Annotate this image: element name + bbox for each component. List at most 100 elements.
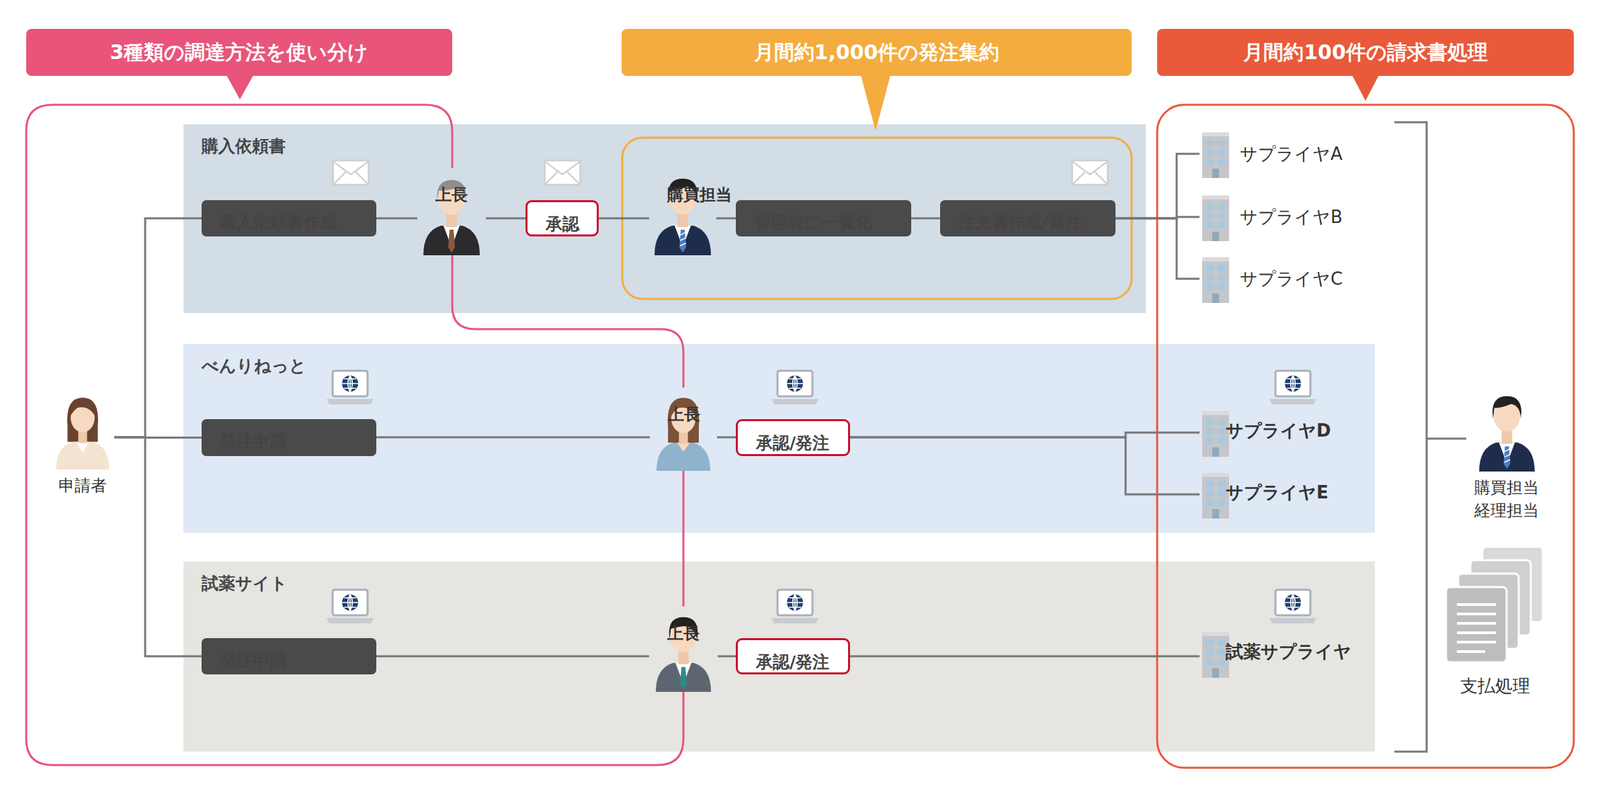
web-icon bbox=[1269, 370, 1317, 405]
band-title: 試薬サイト bbox=[201, 572, 288, 595]
person-figure: 購買担当 経理担当 bbox=[1469, 385, 1544, 523]
building-icon bbox=[1199, 254, 1232, 304]
node-label: サプライヤD bbox=[1225, 419, 1332, 443]
connector-line bbox=[717, 436, 736, 439]
process-box: 管理表に一覧化 bbox=[735, 200, 912, 237]
connector-line bbox=[376, 436, 650, 439]
building-icon bbox=[1199, 192, 1232, 242]
connector-line bbox=[716, 217, 736, 220]
connector-line bbox=[850, 437, 1200, 495]
order-outline bbox=[622, 137, 1132, 300]
building-icon bbox=[1202, 411, 1230, 457]
node-label: 購買担当 経理担当 bbox=[1469, 477, 1544, 523]
process-box: 発注申請 bbox=[201, 419, 377, 457]
node-label: 発注申請 bbox=[219, 430, 287, 453]
connector-line bbox=[485, 217, 526, 220]
person-icon bbox=[655, 617, 711, 693]
callout-pointer bbox=[226, 75, 254, 100]
node-label: 管理表に一覧化 bbox=[753, 211, 873, 234]
person-icon bbox=[1479, 396, 1535, 472]
mail-icon bbox=[1071, 160, 1108, 185]
process-box: 注文書作成/発注 bbox=[940, 200, 1116, 237]
callout-box: 3種類の調達方法を使い分け bbox=[26, 28, 453, 76]
process-box: 発注申請 bbox=[201, 638, 377, 675]
connector-line bbox=[114, 437, 202, 657]
node-label: サプライヤB bbox=[1239, 205, 1343, 230]
person-figure: 上長 bbox=[417, 167, 486, 256]
connector-line bbox=[114, 218, 202, 438]
person-icon bbox=[649, 167, 717, 256]
node-label: 試薬サプライヤ bbox=[1225, 640, 1352, 664]
node-label: 上長 bbox=[667, 622, 700, 646]
invoice-outline bbox=[1157, 104, 1574, 769]
person-icon bbox=[423, 180, 480, 256]
connector-line bbox=[911, 217, 941, 220]
building-icon bbox=[1202, 257, 1230, 304]
web-icon bbox=[326, 590, 374, 624]
mail-icon bbox=[544, 160, 580, 185]
mail-icon bbox=[332, 160, 369, 185]
node-label: 上長 bbox=[667, 403, 701, 427]
node-label: サプライヤE bbox=[1225, 481, 1329, 505]
document-stack bbox=[1444, 544, 1546, 666]
supplier: サプライヤA bbox=[1199, 129, 1343, 179]
node-label: サプライヤC bbox=[1239, 267, 1343, 291]
connector-line bbox=[376, 655, 650, 658]
web-icon bbox=[1269, 590, 1317, 624]
person-figure: 申請者 bbox=[51, 387, 115, 498]
building-icon bbox=[1199, 129, 1232, 179]
node-label: 承認/発注 bbox=[755, 651, 830, 674]
node-label: 注文書作成/発注 bbox=[958, 211, 1082, 234]
node-label: 発注申請 bbox=[219, 649, 287, 672]
callout-pointer bbox=[860, 75, 891, 132]
building-icon bbox=[1202, 132, 1230, 179]
supplier: 試薬サプライヤ bbox=[1199, 629, 1232, 679]
node-label: サプライヤA bbox=[1239, 142, 1343, 166]
connector-line bbox=[598, 217, 650, 220]
supplier: サプライヤD bbox=[1199, 408, 1232, 457]
node-label: 申請者 bbox=[58, 475, 107, 498]
building-icon bbox=[1202, 195, 1230, 242]
callout-box: 月間約1,000件の発注集約 bbox=[621, 28, 1132, 76]
person-figure: 上長 bbox=[649, 387, 718, 472]
person-figure: 購買担当 bbox=[649, 167, 717, 256]
web-icon bbox=[326, 370, 374, 405]
node-label: 上長 bbox=[435, 184, 468, 207]
person-icon bbox=[51, 387, 115, 470]
node-label: 承認 bbox=[545, 213, 580, 236]
person-icon bbox=[649, 387, 718, 472]
approval-box: 承認/発注 bbox=[735, 638, 851, 675]
node-label: 購買担当 bbox=[667, 184, 732, 207]
person-icon bbox=[56, 397, 110, 470]
payment-docs: 支払処理 bbox=[1444, 544, 1546, 699]
supplier-bracket bbox=[1394, 122, 1467, 752]
supplier: サプライヤE bbox=[1199, 470, 1232, 519]
supplier: サプライヤB bbox=[1199, 192, 1343, 242]
person-icon bbox=[656, 397, 711, 472]
node-label: 月間約1,000件の発注集約 bbox=[753, 38, 1000, 67]
approval-box: 承認 bbox=[525, 200, 599, 237]
node-label: 支払処理 bbox=[1460, 674, 1531, 699]
method-outline bbox=[26, 104, 684, 766]
web-icon bbox=[771, 590, 819, 624]
node-label: 承認/発注 bbox=[755, 432, 830, 455]
building-icon bbox=[1202, 473, 1230, 519]
connector-line bbox=[1115, 153, 1200, 219]
document-stack bbox=[1446, 546, 1543, 663]
person-icon bbox=[417, 167, 486, 256]
connector-line bbox=[376, 217, 418, 220]
node-label: 購入依頼書作成 bbox=[219, 211, 338, 234]
callout-pointer bbox=[1352, 75, 1379, 101]
node-label: 3種類の調達方法を使い分け bbox=[110, 38, 369, 67]
connector-line bbox=[1115, 218, 1200, 279]
person-icon bbox=[1472, 385, 1542, 472]
person-icon bbox=[649, 606, 718, 693]
supplier: サプライヤC bbox=[1199, 254, 1343, 304]
building-icon bbox=[1202, 632, 1230, 679]
band-title: 購入依頼書 bbox=[201, 135, 286, 158]
connector-line bbox=[717, 655, 736, 658]
method-band: 購入依頼書購入依頼書作成上長承認購買担当管理表に一覧化注文書作成/発注 bbox=[183, 124, 1146, 314]
band-title: べんりねっと bbox=[201, 354, 307, 377]
